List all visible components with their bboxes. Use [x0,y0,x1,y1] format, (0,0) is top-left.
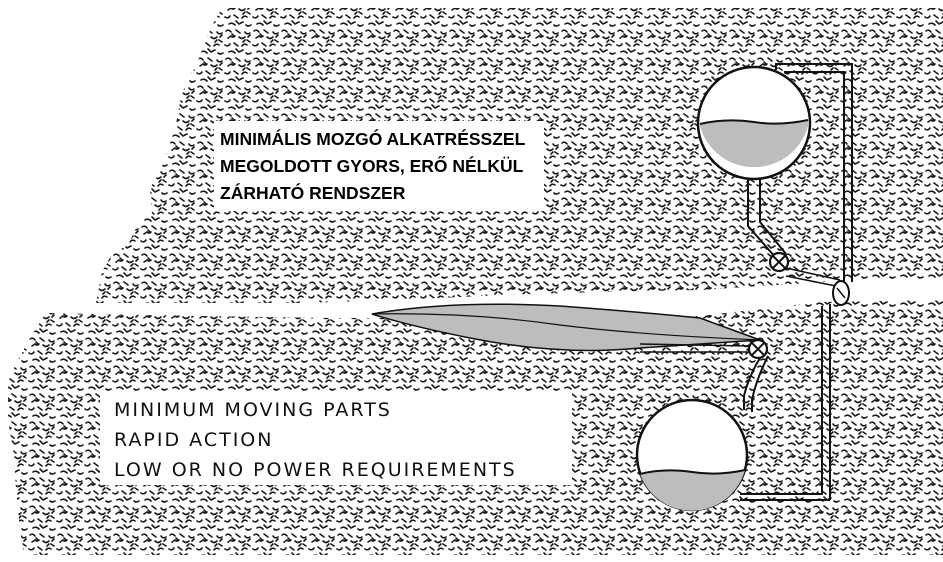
english-caption-line-1: MINIMUM MOVING PARTS [114,399,392,421]
lower-tank [635,398,749,512]
lower-valve-inlet-pipe [639,343,750,353]
hungarian-caption-line-3: ZÁRHATÓ RENDSZER [220,183,406,203]
english-caption-line-3: LOW OR NO POWER REQUIREMENTS [114,459,517,481]
hungarian-caption-line-2: MEGOLDOTT GYORS, ERŐ NÉLKÜL [220,156,524,176]
upper-tank [696,65,812,181]
english-caption-line-2: RAPID ACTION [114,429,274,451]
lower-valve-icon [747,338,769,360]
lower-tank-feed-pipe [743,355,769,412]
upper-tank-drain-pipe [747,178,787,259]
upper-valve-outlet [785,267,841,287]
vertical-connector-pipe [740,304,831,501]
hungarian-caption-line-1: MINIMÁLIS MOZGÓ ALKATRÉSSZEL [220,129,526,149]
hungarian-caption: MINIMÁLIS MOZGÓ ALKATRÉSSZEL MEGOLDOTT G… [214,121,544,211]
fracture-line [371,313,761,341]
english-caption: MINIMUM MOVING PARTS RAPID ACTION LOW OR… [100,391,572,485]
upper-valve-icon [768,251,790,273]
pipe-junction-icon [832,280,850,306]
upper-return-pipe [775,63,853,282]
